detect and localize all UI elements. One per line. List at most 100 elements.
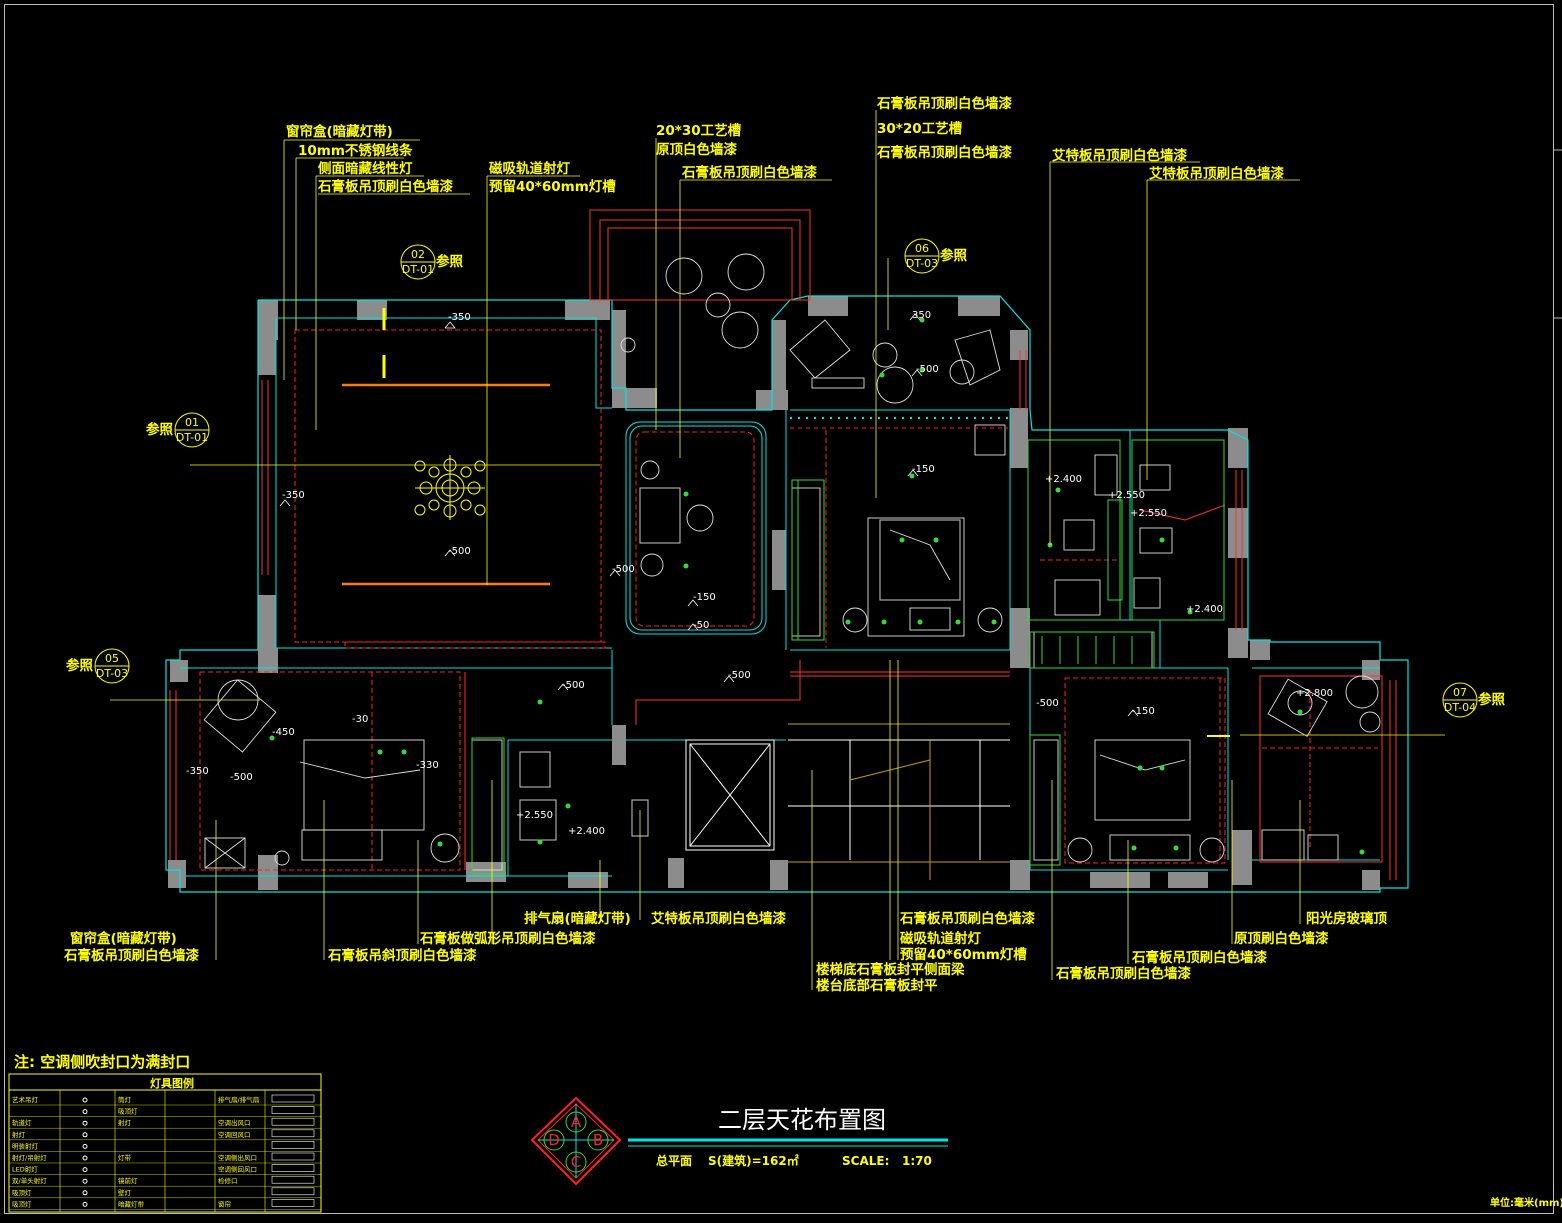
svg-text:DT-01: DT-01 [402, 263, 434, 276]
svg-text:+2.550: +2.550 [516, 810, 553, 821]
legend-symbol [82, 1201, 88, 1207]
svg-text:+2.550: +2.550 [1108, 490, 1145, 501]
legend-symbol [82, 1120, 88, 1126]
legend-symbol [271, 1175, 315, 1184]
cabinet-hatching [471, 417, 1225, 875]
svg-text:-500: -500 [612, 564, 635, 575]
svg-text:-350: -350 [186, 766, 209, 777]
svg-text:石膏板吊顶刷白色墙漆: 石膏板吊顶刷白色墙漆 [1055, 965, 1191, 982]
svg-text:排气扇(暗藏灯带): 排气扇(暗藏灯带) [524, 910, 631, 927]
svg-text:D: D [548, 1131, 560, 1149]
legend-symbol [82, 1167, 88, 1173]
svg-text:总平面: 总平面 [656, 1153, 692, 1168]
legend-label: 空调回风口 [218, 1130, 251, 1139]
svg-text:石膏板吊顶刷白色墙漆: 石膏板吊顶刷白色墙漆 [63, 947, 199, 964]
legend-label: 射灯/吊射灯 [12, 1153, 47, 1162]
svg-text:石膏板吊顶刷白色墙漆: 石膏板吊顶刷白色墙漆 [681, 164, 817, 181]
legend-label: 射灯 [12, 1130, 26, 1139]
svg-text:石膏板吊顶刷白色墙漆: 石膏板吊顶刷白色墙漆 [876, 144, 1012, 161]
legend-label: 暗藏灯带 [118, 1199, 145, 1208]
level-markers [279, 313, 1139, 717]
svg-text:-500: -500 [728, 670, 751, 681]
svg-text:-500: -500 [1036, 698, 1059, 709]
detail-ref-07: 07 DT-04 参照 [1442, 682, 1506, 718]
detail-ref-06: 06 DT-03 参照 [904, 238, 968, 274]
balcony-structures [169, 209, 1397, 880]
legend-symbol [271, 1199, 315, 1207]
legend-label: 空调侧回风口 [218, 1165, 257, 1174]
svg-text:艾特板吊顶刷白色墙漆: 艾特板吊顶刷白色墙漆 [651, 910, 786, 927]
legend-label: 双/单头射灯 [12, 1176, 47, 1185]
svg-text:艾特板吊顶刷白色墙漆: 艾特板吊顶刷白色墙漆 [1052, 147, 1187, 164]
svg-text:10mm不锈钢线条: 10mm不锈钢线条 [298, 142, 413, 159]
bottom-annotations: 窗帘盒(暗藏灯带) 石膏板吊顶刷白色墙漆 石膏板吊斜顶刷白色墙漆 石膏板做弧形吊… [63, 910, 1387, 994]
svg-text:+2.400: +2.400 [568, 826, 605, 837]
drawing-title: 二层天花布置图 [718, 1106, 886, 1134]
svg-text:-500: -500 [916, 364, 939, 375]
legend-label: 灯带 [118, 1153, 132, 1162]
svg-text:参照: 参照 [436, 253, 463, 270]
light-slots [342, 308, 1230, 737]
svg-text:B: B [593, 1131, 603, 1149]
svg-text:+2.400: +2.400 [1045, 474, 1082, 485]
legend-symbol [271, 1129, 315, 1138]
legend-symbol [271, 1164, 315, 1172]
svg-text:30*20工艺槽: 30*20工艺槽 [877, 120, 963, 137]
legend-symbol [82, 1097, 88, 1103]
svg-text:石膏板吊顶刷白色墙漆: 石膏板吊顶刷白色墙漆 [876, 95, 1012, 112]
svg-text:06: 06 [915, 242, 929, 255]
legend-label: 筒灯 [118, 1095, 132, 1104]
svg-text:-330: -330 [416, 760, 439, 771]
level-labels: -350 -350 -500 -500 -150 -50 -150 350 -5… [186, 310, 1333, 837]
svg-text:磁吸轨道射灯: 磁吸轨道射灯 [489, 160, 570, 177]
legend-label: 排气扇/排气扇 [218, 1095, 259, 1104]
svg-text:S(建筑)=162㎡: S(建筑)=162㎡ [708, 1153, 799, 1168]
legend-symbol [271, 1187, 315, 1196]
svg-text:DT-04: DT-04 [1444, 701, 1476, 714]
svg-text:-450: -450 [272, 727, 295, 738]
legend-label: 明装射灯 [12, 1141, 39, 1150]
svg-text:-50: -50 [693, 620, 709, 631]
svg-text:预留40*60mm灯槽: 预留40*60mm灯槽 [900, 946, 1027, 963]
legend-symbol [82, 1190, 88, 1196]
svg-text:A: A [571, 1113, 582, 1131]
spotlights [269, 317, 1365, 855]
svg-text:磁吸轨道射灯: 磁吸轨道射灯 [900, 930, 981, 947]
svg-text:05: 05 [105, 652, 119, 665]
legend-symbol [82, 1155, 88, 1161]
legend-label: 射灯 [118, 1118, 132, 1127]
svg-text:窗帘盒(暗藏灯带): 窗帘盒(暗藏灯带) [286, 123, 393, 140]
svg-text:SCALE:: SCALE: [842, 1154, 889, 1168]
svg-text:石膏板做弧形吊顶刷白色墙漆: 石膏板做弧形吊顶刷白色墙漆 [419, 930, 596, 947]
svg-text:-500: -500 [562, 680, 585, 691]
svg-text:-150: -150 [1132, 706, 1155, 717]
svg-text:+2.550: +2.550 [1130, 508, 1167, 519]
svg-text:原顶刷白色墙漆: 原顶刷白色墙漆 [1234, 930, 1329, 947]
svg-text:DT-03: DT-03 [96, 667, 128, 680]
legend-symbol [82, 1132, 88, 1138]
legend-label: 检修口 [218, 1176, 238, 1185]
svg-text:1:70: 1:70 [902, 1154, 932, 1168]
svg-text:参照: 参照 [1478, 691, 1506, 708]
svg-text:参照: 参照 [940, 247, 968, 264]
top-annotations: 窗帘盒(暗藏灯带) 10mm不锈钢线条 侧面暗藏线性灯 石膏板吊顶刷白色墙漆 磁… [286, 95, 1284, 195]
svg-text:楼梯底石膏板封平侧面梁: 楼梯底石膏板封平侧面梁 [816, 961, 965, 978]
svg-text:350: 350 [912, 310, 931, 321]
svg-text:灯具图例: 灯具图例 [150, 1076, 194, 1090]
svg-text:注: 空调侧吹封口为满封口: 注: 空调侧吹封口为满封口 [14, 1053, 190, 1071]
svg-text:楼台底部石膏板封平: 楼台底部石膏板封平 [816, 977, 938, 994]
legend-label: 空调出风口 [218, 1118, 251, 1127]
svg-text:参照: 参照 [146, 421, 173, 438]
light-legend: 灯具图例 艺术吊灯筒灯排气扇/排气扇吸顶灯轨道灯射灯空调出风口射灯空调回风口明装… [8, 1073, 322, 1213]
svg-text:DT-01: DT-01 [176, 431, 208, 444]
legend-label: 吸顶灯 [12, 1188, 32, 1197]
svg-text:预留40*60mm灯槽: 预留40*60mm灯槽 [489, 178, 616, 195]
svg-text:参照: 参照 [66, 657, 93, 674]
legend-symbol [82, 1178, 88, 1184]
svg-text:+2.400: +2.400 [1186, 604, 1223, 615]
svg-text:窗帘盒(暗藏灯带): 窗帘盒(暗藏灯带) [70, 930, 177, 947]
legend-symbol [271, 1152, 315, 1161]
chandelier-icon [414, 455, 486, 520]
legend-symbol [271, 1106, 315, 1114]
